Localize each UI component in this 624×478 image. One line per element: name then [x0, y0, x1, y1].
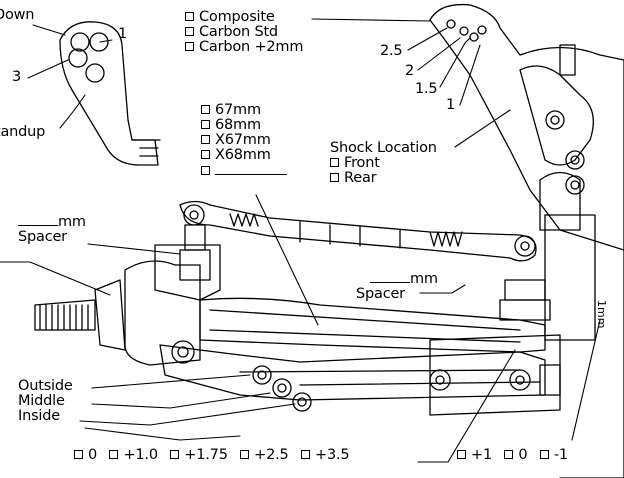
checkbox[interactable]: [504, 450, 514, 459]
part-marking: 1mm: [595, 300, 608, 328]
standup-label: Standup: [0, 124, 46, 140]
option-plus-1-75[interactable]: +1.75: [170, 448, 228, 463]
checkbox[interactable]: [201, 135, 210, 144]
spacer-right-unit: mm: [410, 271, 438, 287]
leader-lines: [0, 18, 601, 463]
bottom-right-options: +1 0 -1: [457, 448, 576, 463]
shock-location-group: Shock Location Front Rear: [330, 141, 437, 186]
tower-hole-1: 1: [446, 97, 456, 113]
option-x67mm[interactable]: X67mm: [201, 133, 287, 148]
spacer-left-blank[interactable]: [18, 214, 58, 226]
option-x68mm[interactable]: X68mm: [201, 148, 287, 163]
option-67mm[interactable]: 67mm: [201, 103, 287, 118]
spacer-left-group: mm Spacer: [18, 214, 86, 245]
option-rear[interactable]: Rear: [330, 171, 437, 186]
checkbox[interactable]: [185, 42, 194, 51]
shock-location-title: Shock Location: [330, 140, 437, 156]
option-plus-3-5[interactable]: +3.5: [301, 448, 350, 463]
arm-position-labels: Outside Middle Inside: [18, 379, 73, 424]
bottom-left-options: 0 +1.0 +1.75 +2.5 +3.5: [74, 448, 357, 463]
spacer-right-group: mm Spacer: [356, 271, 438, 302]
checkbox[interactable]: [185, 12, 194, 21]
checkbox[interactable]: [185, 27, 194, 36]
option-custom-length[interactable]: [201, 163, 287, 179]
option-carbon-plus2[interactable]: Carbon +2mm: [185, 40, 303, 55]
spacer-right-blank[interactable]: [370, 271, 410, 283]
checkbox[interactable]: [330, 158, 339, 167]
option-0[interactable]: 0: [74, 448, 97, 463]
tower-hole-2-5: 2.5: [380, 43, 403, 59]
checkbox[interactable]: [240, 450, 250, 459]
option-minus-1[interactable]: -1: [539, 448, 568, 463]
option-68mm[interactable]: 68mm: [201, 118, 287, 133]
shock-tower-part: [429, 3, 624, 478]
camber-down-label: Down: [0, 7, 35, 23]
option-composite[interactable]: Composite: [185, 10, 303, 25]
spacer-right-label: Spacer: [356, 286, 405, 302]
lower-arm-part: [159, 279, 561, 416]
option-plus-2-5[interactable]: +2.5: [240, 448, 289, 463]
checkbox[interactable]: [301, 450, 310, 459]
option-front[interactable]: Front: [330, 156, 437, 171]
option-plus-1-0[interactable]: +1.0: [109, 448, 158, 463]
checkbox[interactable]: [201, 166, 210, 175]
arm-inside-label: Inside: [18, 408, 60, 424]
arm-outside-label: Outside: [18, 378, 73, 394]
tower-material-options: Composite Carbon Std Carbon +2mm: [185, 10, 303, 55]
checkbox[interactable]: [457, 450, 466, 459]
checkbox[interactable]: [170, 450, 180, 459]
checkbox[interactable]: [330, 173, 339, 182]
checkbox[interactable]: [539, 450, 549, 459]
option-carbon-std[interactable]: Carbon Std: [185, 25, 303, 40]
spacer-left-label: Spacer: [18, 229, 67, 245]
camber-hole-1: 1: [118, 26, 128, 42]
arm-middle-label: Middle: [18, 393, 65, 409]
tower-hole-2: 2: [405, 63, 415, 79]
spacer-left-unit: mm: [58, 214, 86, 230]
camber-hole-3: 3: [12, 69, 22, 85]
tower-hole-1-5: 1.5: [415, 81, 438, 97]
checkbox[interactable]: [201, 120, 210, 129]
checkbox[interactable]: [74, 450, 83, 459]
shock-length-options: 67mm 68mm X67mm X68mm: [201, 103, 287, 179]
option-zero[interactable]: 0: [504, 448, 528, 463]
option-plus-1[interactable]: +1: [457, 448, 492, 463]
camber-plate-part: [59, 21, 161, 166]
checkbox[interactable]: [201, 150, 210, 159]
camber-link-part: [179, 200, 537, 262]
hub-carrier-part: [34, 224, 221, 366]
custom-length-blank[interactable]: [215, 163, 287, 175]
checkbox[interactable]: [109, 450, 119, 459]
checkbox[interactable]: [201, 105, 210, 114]
